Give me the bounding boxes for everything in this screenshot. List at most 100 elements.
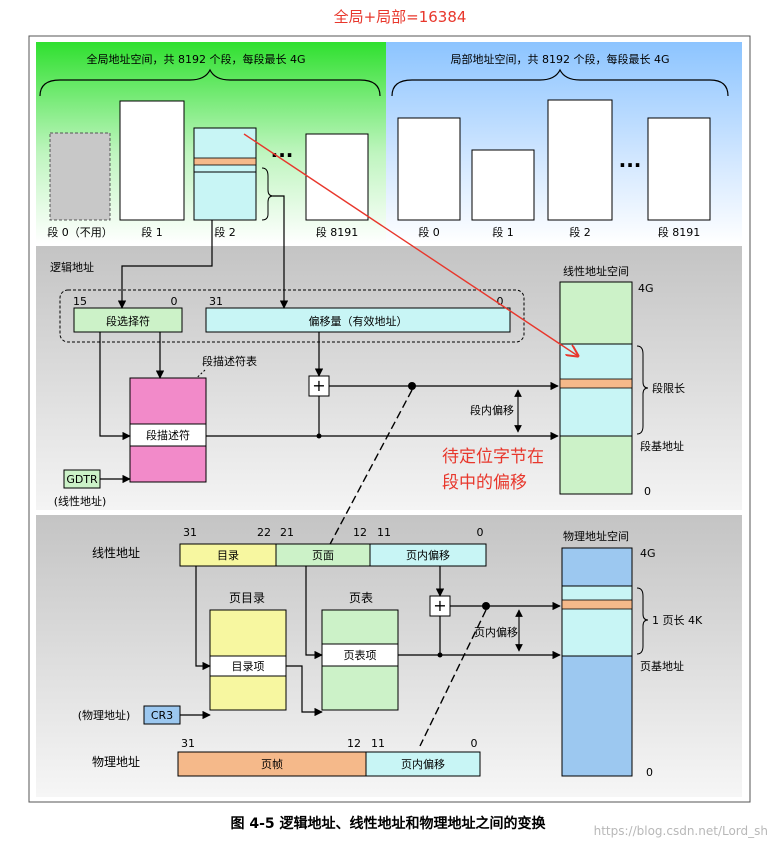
global-space-title: 全局地址空间，共 8192 个段，每段最长 4G xyxy=(86,52,305,66)
page-length-brace xyxy=(636,587,649,655)
header-note: 全局+局部=16384 xyxy=(334,8,467,26)
selector-bit-lo: 0 xyxy=(171,295,178,308)
global-ellipsis: ··· xyxy=(271,143,294,167)
segment-limit-label: 段限长 xyxy=(652,381,685,395)
page-frame-label: 页帧 xyxy=(261,757,283,771)
annotation-line1: 待定位字节在 xyxy=(442,447,544,467)
gdtr-label: GDTR xyxy=(66,473,98,486)
global-seg1-block xyxy=(119,100,185,221)
offset-bit-lo: 0 xyxy=(497,295,504,308)
directory-entry-label: 目录项 xyxy=(232,660,265,673)
linear-space-title: 线性地址空间 xyxy=(563,264,629,278)
local-seg8191-label: 段 8191 xyxy=(658,225,701,239)
bit-11: 11 xyxy=(377,526,391,539)
cr3-note: (物理地址) xyxy=(78,708,131,722)
local-seg1-label: 段 1 xyxy=(492,225,514,239)
offset-label: 偏移量（有效地址） xyxy=(309,314,408,328)
segment-selector-label: 段选择符 xyxy=(106,314,150,328)
page-table-title: 页表 xyxy=(349,591,373,605)
bit-21: 21 xyxy=(280,526,294,539)
page-directory-title: 页目录 xyxy=(229,591,265,605)
local-ellipsis: ··· xyxy=(619,153,642,177)
directory-field-arrow xyxy=(195,566,211,671)
bit-31: 31 xyxy=(183,526,197,539)
global-seg2-target-byte xyxy=(193,157,257,166)
directory-field-label: 目录 xyxy=(217,549,239,562)
directory-entry-to-table-arrow xyxy=(286,665,323,717)
selector-to-descriptor-arrow xyxy=(99,332,131,441)
phys-offset-field xyxy=(365,751,481,777)
seg2-brace-to-offset-arrow xyxy=(273,195,289,309)
gdtr-note: (线性地址) xyxy=(54,494,107,508)
physical-space-title: 物理地址空间 xyxy=(563,529,629,543)
linear-target-byte xyxy=(559,378,633,389)
table-entry-label: 页表项 xyxy=(344,648,377,662)
linear-address-junction xyxy=(408,382,416,390)
global-seg2-label: 段 2 xyxy=(214,225,236,239)
physical-address-junction xyxy=(482,602,490,610)
annotation-line2: 段中的偏移 xyxy=(442,473,527,493)
page-length-label: 1 页长 4K xyxy=(652,614,703,627)
linear-space-bottom: 0 xyxy=(644,485,651,498)
descriptor-entry-label: 段描述符 xyxy=(146,428,190,442)
section-connector xyxy=(327,389,413,549)
global-seg8191-block xyxy=(305,133,369,221)
bit-12: 12 xyxy=(353,526,367,539)
segment-selector-box xyxy=(73,307,183,333)
local-brace xyxy=(391,68,729,97)
phys-bit-11: 11 xyxy=(371,737,385,750)
offset-bit-hi: 31 xyxy=(209,295,223,308)
physical-connector xyxy=(419,609,487,747)
global-seg8191-label: 段 8191 xyxy=(316,225,359,239)
global-seg1-label: 段 1 xyxy=(141,225,163,239)
page-offset-span-label: 页内偏移 xyxy=(474,625,518,639)
page-offset-field xyxy=(369,543,487,567)
segment-base-label: 段基地址 xyxy=(640,439,684,453)
logical-address-group xyxy=(59,289,525,343)
segment-adder-plus: + xyxy=(312,376,325,395)
local-space-title: 局部地址空间，共 8192 个段，每段最长 4G xyxy=(450,52,669,66)
physical-space-top: 4G xyxy=(640,547,656,560)
paging-linear-label: 线性地址 xyxy=(92,546,140,560)
logical-address-label: 逻辑地址 xyxy=(50,260,94,274)
local-seg1-block xyxy=(471,149,535,221)
local-seg0-block xyxy=(397,117,461,221)
global-seg0-block xyxy=(49,132,111,221)
annotation-arrow xyxy=(243,133,578,356)
page-offset-field-label: 页内偏移 xyxy=(406,548,450,562)
global-brace xyxy=(39,68,381,97)
physical-address-label: 物理地址 xyxy=(92,755,140,769)
linear-space-top: 4G xyxy=(638,282,654,295)
local-seg0-label: 段 0 xyxy=(418,225,440,239)
descriptor-junction xyxy=(316,433,322,439)
physical-space-column xyxy=(561,547,633,777)
figure-caption: 图 4-5 逻辑地址、线性地址和物理地址之间的变换 xyxy=(230,815,546,832)
page-field-arrow xyxy=(305,566,323,660)
linear-segment xyxy=(559,343,633,437)
page-base-label: 页基地址 xyxy=(640,659,684,673)
local-seg8191-block xyxy=(647,117,711,221)
local-seg2-label: 段 2 xyxy=(569,225,591,239)
page-field-label: 页面 xyxy=(312,549,334,562)
phys-offset-label: 页内偏移 xyxy=(401,757,445,771)
physical-space-bottom: 0 xyxy=(646,766,653,779)
descriptor-table-label: 段描述符表 xyxy=(202,354,257,368)
global-seg2-block xyxy=(193,127,257,221)
segment-offset-label: 段内偏移 xyxy=(470,403,514,417)
bit-22: 22 xyxy=(257,526,271,539)
offset-box xyxy=(205,307,511,333)
physical-page xyxy=(561,585,633,657)
phys-bit-12: 12 xyxy=(347,737,361,750)
physical-target-byte xyxy=(561,599,633,610)
local-seg2-block xyxy=(547,99,613,221)
descriptor-table-leader xyxy=(181,369,206,393)
selector-bit-hi: 15 xyxy=(73,295,87,308)
phys-bit-31: 31 xyxy=(181,737,195,750)
page-base-junction xyxy=(437,652,443,658)
phys-bit-0: 0 xyxy=(471,737,478,750)
watermark: https://blog.csdn.net/Lord_sh xyxy=(594,824,768,838)
page-frame-field xyxy=(177,751,367,777)
page-adder-plus: + xyxy=(433,596,446,615)
cr3-label: CR3 xyxy=(151,709,173,722)
